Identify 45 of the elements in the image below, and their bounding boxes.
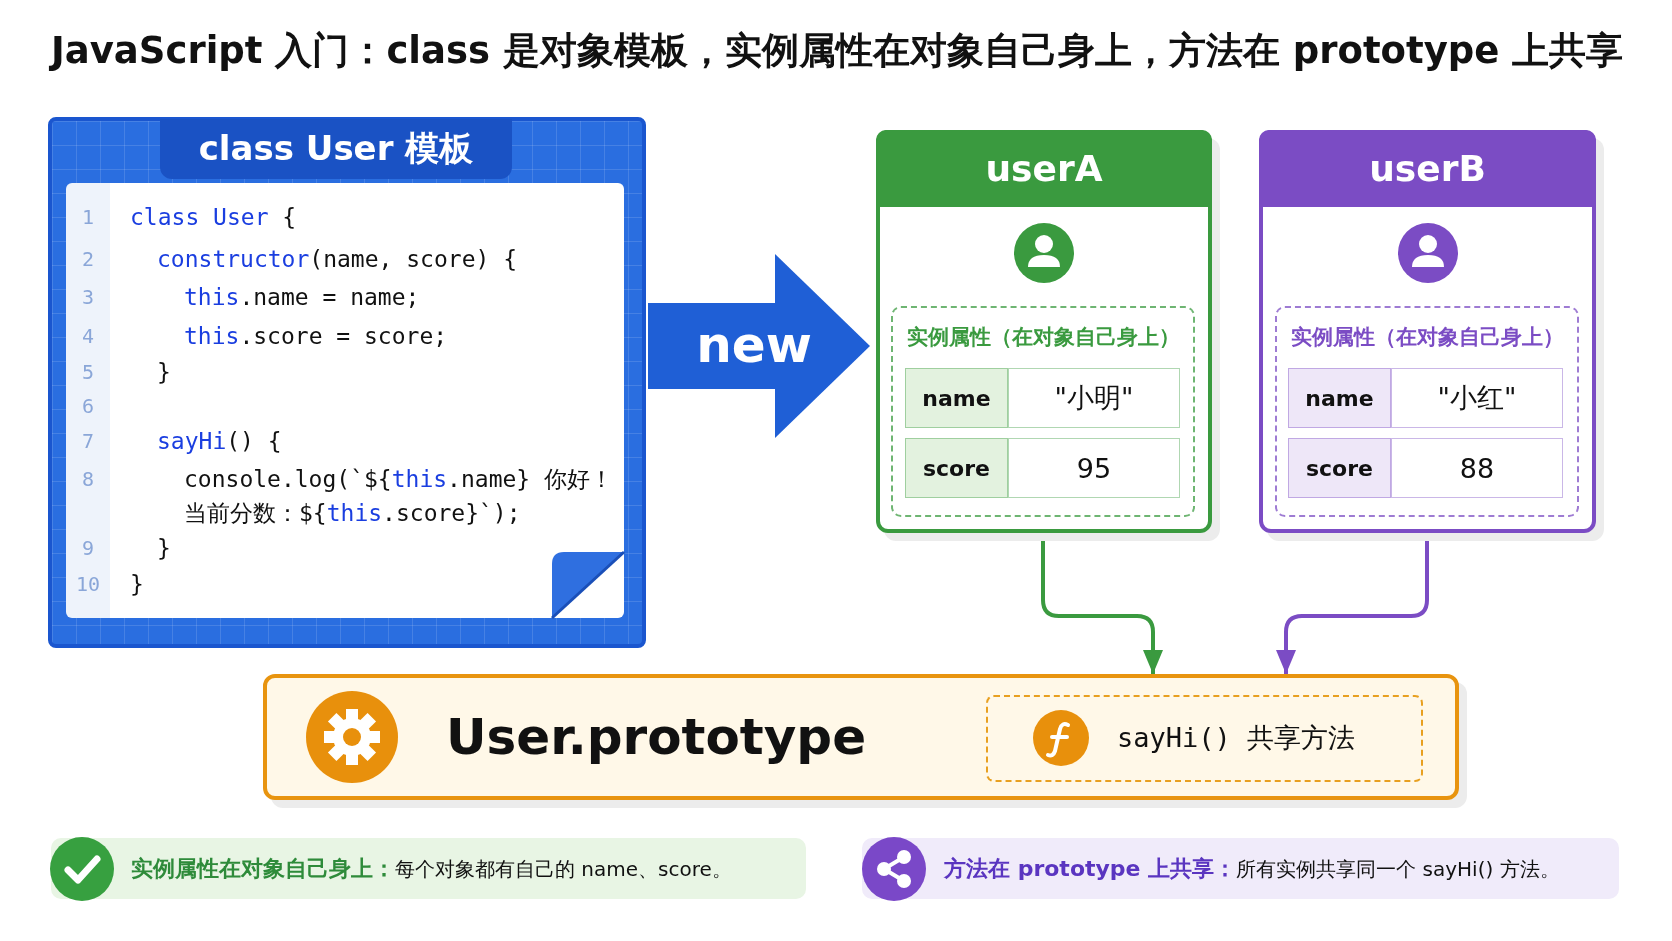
panel-heading: class User 模板: [160, 119, 512, 179]
line-number: 9: [80, 535, 95, 562]
note-band: [862, 838, 1619, 899]
code-panel: [48, 117, 646, 648]
edge-label: new: [695, 315, 813, 375]
properties-box: [891, 306, 1195, 517]
note-text: 方法在 prototype 上共享：所有实例共享同一个 sayHi() 方法。: [944, 855, 1560, 883]
code-line: this.score = score;: [184, 322, 448, 351]
code-line: }: [157, 534, 171, 563]
value-cell: 95: [1008, 438, 1180, 498]
block-arrow: [648, 254, 870, 438]
key-cell: score: [905, 438, 1008, 498]
value-cell: 88: [1391, 438, 1563, 498]
line-number: 1: [80, 204, 95, 231]
card-header: userB: [1259, 130, 1596, 207]
line-number: 4: [80, 323, 95, 350]
code-line: sayHi() {: [157, 427, 282, 456]
line-number: 2: [80, 246, 95, 273]
method-label: sayHi() 共享方法: [1117, 721, 1356, 755]
line-number: 5: [80, 359, 95, 386]
note-band: [51, 838, 806, 899]
line-number: 8: [80, 466, 95, 493]
title: JavaScript 入门：class 是对象模板，实例属性在对象自己身上，方法在 prototype 上共享: [51, 28, 1624, 74]
key-cell: score: [1288, 438, 1391, 498]
note-text: 实例属性在对象自己身上：每个对象都有自己的 name、score。: [131, 855, 732, 883]
code-line: console.log(`${this.name} 你好！当前分数：${this.score}`);: [184, 465, 615, 528]
line-number: 6: [80, 393, 95, 420]
code-line: constructor(name, score) {: [157, 245, 518, 274]
method-box: [986, 695, 1423, 782]
key-cell: name: [905, 368, 1008, 428]
line-number: 10: [74, 571, 102, 598]
line-number: 3: [80, 284, 95, 311]
code-line: class User {: [130, 203, 297, 232]
code-line: }: [157, 358, 171, 387]
value-cell: "小明": [1008, 368, 1180, 428]
section-heading: 实例属性（在对象自己身上）: [1289, 324, 1565, 351]
card-header: userA: [876, 130, 1212, 207]
section-heading: 实例属性（在对象自己身上）: [905, 324, 1181, 351]
key-cell: name: [1288, 368, 1391, 428]
properties-box: [1275, 306, 1579, 517]
value-cell: "小红": [1391, 368, 1563, 428]
box-title: User.prototype: [446, 707, 867, 768]
code-line: this.name = name;: [184, 283, 420, 312]
code-line: }: [130, 570, 144, 599]
line-number: 7: [80, 428, 95, 455]
